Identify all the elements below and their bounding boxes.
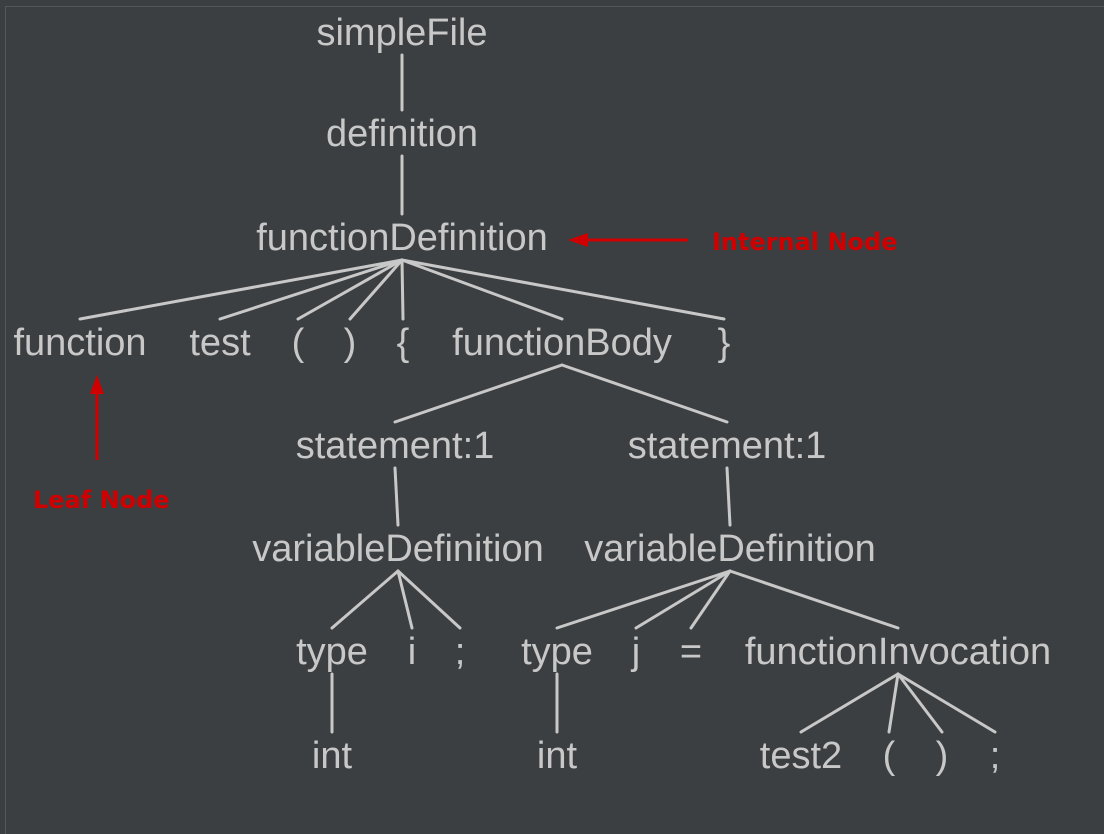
- tree-edge-n8-n10: [393, 363, 564, 424]
- internal-node-label: Internal Node: [712, 228, 898, 256]
- tree-node-n25: ): [936, 735, 949, 777]
- tree-edge-n13-n19: [689, 569, 732, 630]
- tree-edge-n20-n25: [896, 672, 944, 734]
- tree-node-n14: type: [296, 631, 368, 673]
- tree-node-n9: }: [718, 322, 731, 364]
- tree-node-n22: int: [537, 735, 578, 777]
- leaf-node-label: Leaf Node: [33, 486, 170, 514]
- tree-edge-n8-n11: [560, 363, 729, 424]
- annotations: Internal Node Leaf Node: [33, 228, 898, 514]
- tree-edge-n11-n13: [725, 466, 732, 527]
- tree-node-n5: (: [292, 322, 305, 364]
- tree-node-n12: variableDefinition: [252, 528, 544, 570]
- tree-node-n20: functionInvocation: [745, 631, 1051, 673]
- tree-edge-n20-n23: [799, 672, 900, 734]
- tree-edge-n2-n5: [296, 258, 404, 321]
- tree-edge-n2-n3: [78, 258, 404, 321]
- tree-edge-n12-n16: [396, 569, 462, 630]
- tree-edge-n13-n20: [728, 569, 900, 630]
- tree-edge-n2-n4: [218, 258, 404, 321]
- leaf-node-annotation: Leaf Node: [33, 375, 170, 514]
- tree-edge-n2-n6: [348, 258, 404, 321]
- tree-edge-n10-n12: [393, 466, 400, 527]
- canvas-frame: [5, 6, 1104, 834]
- tree-node-n21: int: [312, 735, 353, 777]
- tree-edge-n20-n24: [887, 672, 900, 734]
- internal-node-arrow-head: [568, 233, 588, 247]
- tree-edge-n12-n14: [330, 569, 400, 630]
- tree-node-n17: type: [521, 631, 593, 673]
- tree-node-n1: definition: [326, 113, 478, 155]
- tree-node-n6: ): [344, 322, 357, 364]
- tree-node-n13: variableDefinition: [584, 528, 876, 570]
- tree-node-n3: function: [13, 322, 146, 364]
- leaf-node-arrow-head: [90, 375, 104, 394]
- tree-edges: [78, 53, 997, 734]
- tree-node-n11: statement:1: [628, 425, 827, 467]
- internal-node-annotation: Internal Node: [568, 228, 898, 256]
- tree-node-n4: test: [189, 322, 251, 364]
- tree-node-n2: functionDefinition: [256, 217, 548, 259]
- tree-edge-n2-n9: [400, 258, 726, 321]
- tree-node-n23: test2: [760, 735, 842, 777]
- tree-node-labels: simpleFile definition functionDefinition fu…: [13, 12, 1051, 777]
- tree-node-n24: (: [883, 735, 896, 777]
- tree-node-n15: i: [408, 631, 416, 673]
- tree-node-n7: {: [397, 322, 410, 364]
- tree-node-n0: simpleFile: [316, 12, 487, 54]
- tree-node-n16: ;: [455, 631, 466, 673]
- tree-edge-n13-n17: [555, 569, 732, 630]
- tree-edge-n12-n15: [396, 569, 414, 630]
- tree-node-n10: statement:1: [296, 425, 495, 467]
- tree-edge-n13-n18: [634, 569, 732, 630]
- tree-node-n19: =: [680, 631, 702, 673]
- tree-edge-n2-n7: [400, 258, 405, 321]
- tree-node-n8: functionBody: [452, 322, 672, 364]
- tree-edge-n20-n26: [896, 672, 997, 734]
- tree-node-n18: j: [631, 631, 640, 673]
- tree-node-n26: ;: [990, 735, 1001, 777]
- tree-edge-n2-n8: [400, 258, 564, 321]
